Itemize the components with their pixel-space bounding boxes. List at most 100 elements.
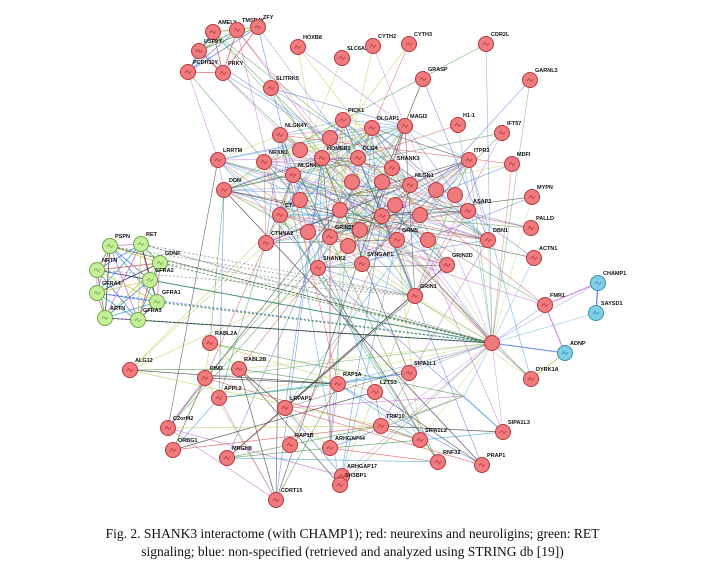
node-dlg4: DLG4 [350, 146, 379, 166]
node-label: CDRT15 [281, 488, 302, 494]
protein-structure-glyph [286, 443, 294, 447]
network-edge [371, 127, 470, 161]
protein-structure-glyph [276, 133, 284, 137]
node-nlgn4x: NLGN4X [285, 163, 321, 183]
network-edge [337, 383, 483, 466]
protein-structure-glyph [209, 30, 217, 34]
node-hoxb8: HOXB8 [290, 35, 322, 55]
node-pspn: PSPN [102, 234, 130, 254]
network-edge [396, 159, 470, 241]
node-nrtn: NRTN [89, 258, 117, 278]
network-node [374, 174, 390, 190]
node-prky: PRKY [215, 61, 244, 81]
network-edge [236, 29, 493, 344]
network-edge [404, 125, 470, 161]
network-edge [226, 425, 382, 459]
network-edge [357, 157, 489, 241]
node-label: GRIN2D [452, 253, 473, 259]
hub-node [484, 335, 500, 351]
node-label: CYTH3 [414, 32, 432, 38]
network-edge [491, 342, 566, 354]
node-label: H1-1 [463, 113, 475, 119]
node-alg12: ALG12 [122, 358, 153, 378]
node-label: NLGN4Y [285, 123, 308, 129]
node-label: ASAP2 [473, 199, 491, 205]
node-arhgap44: ARHGAP44 [322, 436, 366, 456]
network-edge [104, 245, 111, 319]
node-label: RAP1A [343, 372, 362, 378]
network-node [332, 202, 348, 218]
node-sipa1l1: SIPA1L1 [401, 361, 436, 381]
network-edge [238, 368, 277, 501]
node-saysd1: SAYSD1 [588, 301, 623, 321]
network-edge [217, 159, 319, 269]
network-edge [292, 174, 416, 297]
node-magi2: MAGI2 [397, 114, 427, 134]
node-appl2: APPL2 [211, 386, 242, 406]
network-edge [329, 236, 546, 306]
protein-structure-glyph [326, 446, 334, 450]
network-edge [167, 377, 206, 429]
network-edge [204, 342, 493, 379]
protein-structure-glyph [411, 294, 419, 298]
node-label: NLGN4X [298, 163, 321, 169]
network-edge [408, 342, 493, 374]
network-edge [96, 243, 142, 271]
protein-structure-glyph [260, 160, 268, 164]
node-cyth2: CYTH2 [365, 34, 396, 54]
network-edge [270, 87, 406, 127]
node-rnf32: RNF32 [430, 450, 460, 470]
network-edge [491, 312, 597, 344]
node-palld: PALLD [523, 216, 554, 236]
node-champ1: CHAMP1 [590, 271, 626, 291]
network-edge [349, 167, 393, 196]
network-node [322, 130, 338, 146]
network-node [447, 187, 463, 203]
node-label: GRM5 [402, 228, 418, 234]
network-edge [321, 157, 469, 212]
network-edge [238, 342, 493, 370]
node-label: SAYSD1 [601, 301, 623, 307]
node-label: CTNNA2 [271, 231, 293, 237]
node-trip10: TRIP10 [373, 414, 405, 434]
network-edge [156, 301, 493, 344]
protein-structure-glyph [169, 448, 177, 452]
network-edge [467, 210, 535, 259]
node-label: ADNP [570, 341, 586, 347]
network-edge [96, 269, 139, 321]
node-ddn: DDN [216, 178, 241, 198]
node-prap1: PRAP1 [474, 453, 505, 473]
node-label: GFRA3 [143, 308, 162, 314]
protein-structure-glyph [354, 156, 362, 160]
node-c2orf42: C2orf42 [160, 416, 193, 436]
protein-structure-glyph [405, 42, 413, 46]
network-edge [321, 125, 406, 159]
node-adnp: ADNP [557, 341, 586, 361]
node-nlgn1: NLGN1 [402, 173, 434, 193]
network-edge [223, 189, 363, 265]
network-edge [396, 239, 421, 441]
node-sipa1l3: SIPA1L3 [495, 420, 530, 440]
protein-structure-glyph [405, 371, 413, 375]
network-edge [380, 395, 465, 427]
network-edge [339, 239, 398, 486]
network-edge [129, 369, 339, 385]
node-label: ARHGAP44 [335, 436, 366, 442]
protein-structure-glyph [326, 235, 334, 239]
node-label: RABL2B [244, 357, 266, 363]
protein-structure-glyph [206, 341, 214, 345]
network-edge [279, 214, 421, 441]
protein-structure-glyph [378, 214, 386, 218]
node-mypn: MYPN [524, 185, 553, 205]
protein-structure-glyph [233, 28, 241, 32]
network-edge [371, 127, 504, 433]
node-label: PRKY [228, 61, 244, 67]
protein-structure-glyph [482, 42, 490, 46]
node-label: APPL2 [224, 386, 242, 392]
protein-structure-glyph [235, 367, 243, 371]
node-label: PALLD [536, 216, 554, 222]
network-edge [321, 157, 411, 186]
network-edge [129, 368, 240, 371]
node-cdrt15: CDRT15 [268, 488, 302, 508]
